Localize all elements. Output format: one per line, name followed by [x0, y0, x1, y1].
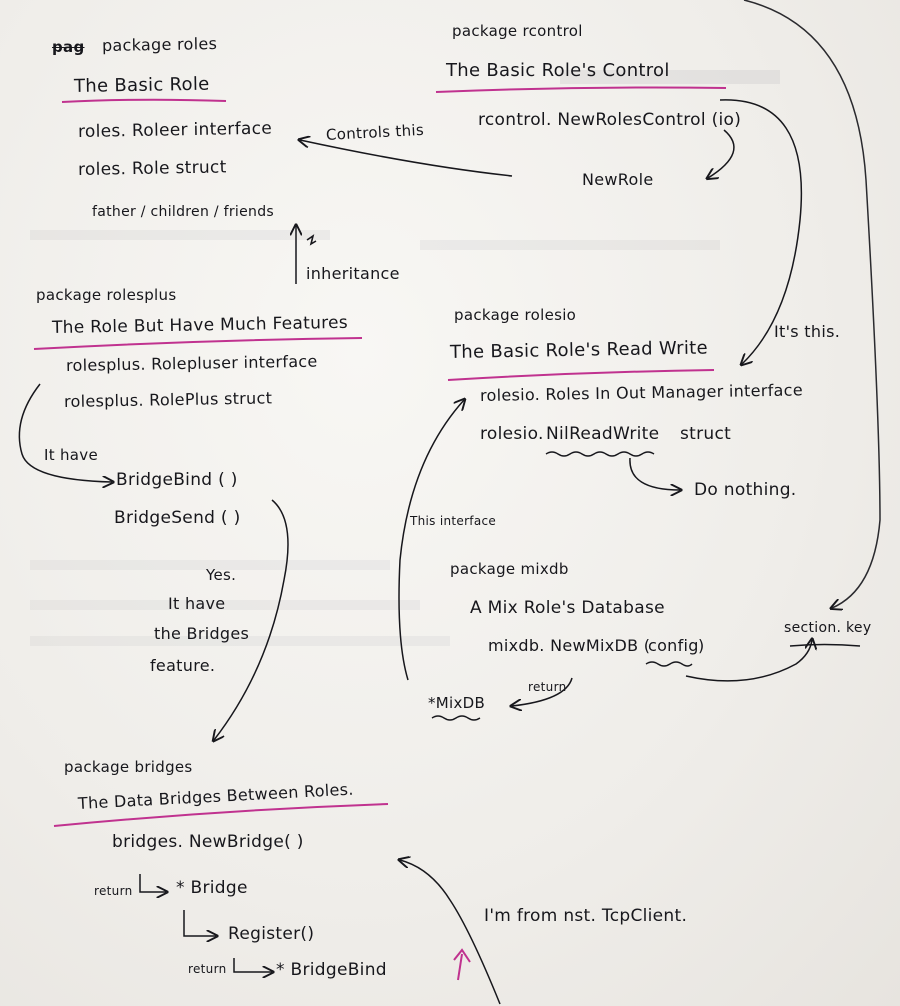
mixdb-title: A Mix Role's Database: [470, 598, 665, 618]
bridgebind-method: BridgeBind ( ): [116, 470, 238, 490]
bleed-through-texture: [560, 70, 780, 84]
newrole-arrow: [708, 129, 735, 178]
tcpclient-note: I'm from nst. TcpClient.: [484, 906, 688, 926]
mixdb-newmixdb-prefix: mixdb. NewMixDB (: [488, 636, 651, 655]
tcpclient-arrow: [400, 860, 501, 1005]
it-have-label: It have: [44, 446, 98, 464]
config-to-section-arrow: [685, 640, 812, 682]
bridges-note-it-have: It have: [168, 594, 226, 613]
bridges-package-label: package bridges: [64, 758, 193, 776]
mixdb-newmixdb-param: config: [648, 636, 699, 655]
bleed-through-texture: [30, 230, 330, 240]
pink-mark: [453, 948, 471, 981]
bridges-return-label-2: return: [188, 962, 227, 976]
roles-scratch: pag: [52, 38, 85, 56]
rolesio-title-underline: [447, 369, 715, 381]
roles-title: The Basic Role: [73, 73, 210, 97]
inheritance-scribble: [306, 234, 317, 246]
mixdb-package-label: package mixdb: [450, 560, 569, 578]
inheritance-label: inheritance: [306, 264, 400, 283]
bleed-through-texture: [30, 636, 450, 646]
rolesplus-title-underline: [33, 337, 363, 350]
bridges-return-label-1: return: [94, 884, 133, 898]
return-mixdb-arrow: [512, 677, 573, 706]
register-arrow: [183, 910, 216, 936]
return-bridge-arrow: [139, 874, 166, 892]
rolesio-nilreadwrite-prefix: rolesio.: [480, 424, 544, 444]
mixdb-return-label: return: [528, 680, 567, 694]
roles-role-struct: roles. Role struct: [77, 157, 227, 180]
bleed-through-texture: [30, 600, 420, 610]
controls-this-arrow: [300, 140, 513, 177]
rolesplus-package-label: package rolesplus: [36, 286, 177, 304]
bridges-note-the-bridges: the Bridges: [154, 624, 250, 643]
bridges-note-feature: feature.: [150, 656, 216, 675]
this-interface-arrow: [398, 400, 464, 681]
rolesplus-roleplus-struct: rolesplus. RolePlus struct: [63, 388, 273, 411]
roles-relations: father / children / friends: [92, 204, 274, 220]
bridges-return-bridge: * Bridge: [176, 878, 248, 898]
do-nothing-label: Do nothing.: [694, 480, 797, 500]
its-this-label: It's this.: [774, 322, 841, 341]
section-key-arrow: [743, 0, 881, 608]
this-interface-label: This interface: [410, 514, 497, 528]
mixdb-pointer: *MixDB: [428, 694, 486, 712]
section-key-underline: [789, 643, 861, 647]
rcontrol-title: The Basic Role's Control: [446, 60, 670, 81]
rolesio-title: The Basic Role's Read Write: [449, 337, 709, 363]
section-key-label: section. key: [784, 620, 872, 636]
it-have-arrow: [18, 383, 112, 482]
do-nothing-arrow: [629, 457, 680, 490]
rcontrol-newrole: NewRole: [582, 170, 654, 189]
bleed-through-texture: [30, 560, 390, 570]
mixdb-newmixdb-suffix: ): [698, 636, 705, 655]
bridges-newbridge: bridges. NewBridge( ): [112, 832, 304, 852]
rcontrol-title-underline: [435, 86, 727, 93]
bridges-return-bridgebind: * BridgeBind: [276, 960, 387, 980]
return-bridgebind-arrow: [233, 958, 272, 972]
bridgesend-method: BridgeSend ( ): [114, 508, 241, 528]
bridges-note-yes: Yes.: [206, 566, 237, 584]
its-this-arrow: [719, 99, 803, 364]
bridges-register: Register(): [228, 924, 315, 944]
bridges-feature-arrow: [214, 499, 289, 740]
bleed-through-texture: [420, 240, 720, 250]
roles-title-underline: [61, 98, 227, 103]
nilreadwrite-squiggle: [545, 451, 655, 457]
rolesio-nilreadwrite-struct: struct: [680, 424, 732, 444]
bridges-title-underline: [53, 803, 389, 827]
roles-roleer-interface: roles. Roleer interface: [77, 118, 273, 142]
rcontrol-package-label: package rcontrol: [452, 22, 583, 40]
roles-package-label: package roles: [101, 33, 218, 55]
mixdb-ptr-squiggle: [431, 715, 481, 721]
rolesio-nilreadwrite-name: NilReadWrite: [546, 424, 660, 444]
rcontrol-newrolescontrol: rcontrol. NewRolesControl (io): [478, 110, 742, 130]
config-squiggle: [645, 661, 693, 667]
rolesio-package-label: package rolesio: [454, 306, 577, 324]
